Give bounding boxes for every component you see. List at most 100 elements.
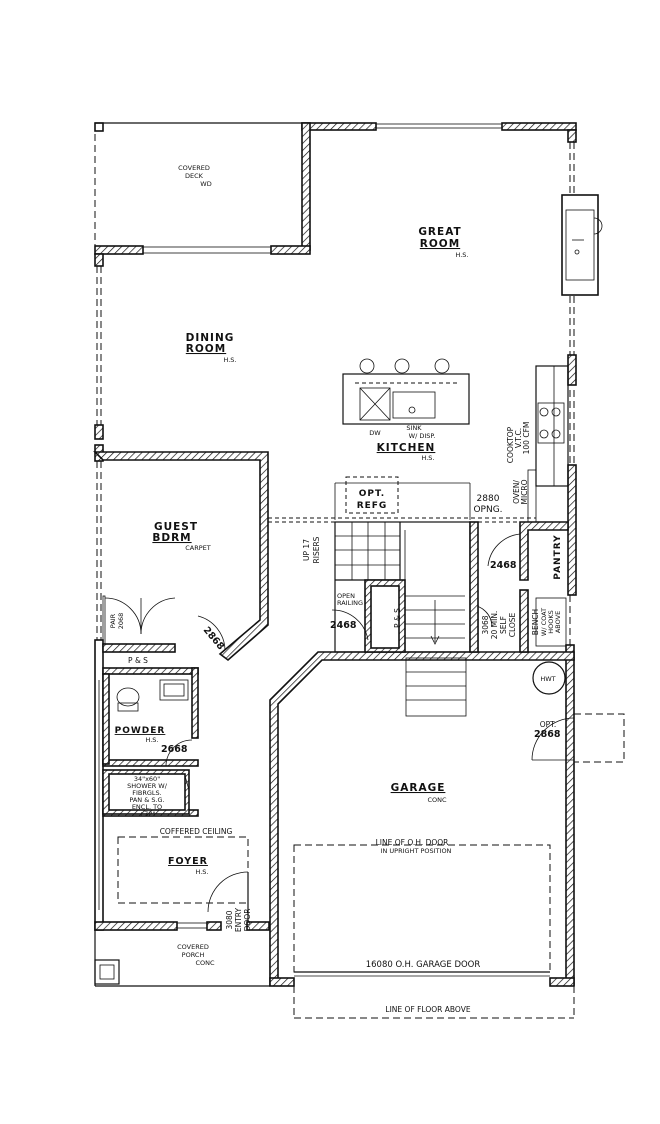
coffered-ceiling-label: COFFERED CEILING [160, 827, 233, 836]
top-window [375, 123, 503, 129]
dw-label: DW [369, 429, 381, 437]
entry-door-label: 3080 [225, 910, 234, 929]
top-wall-right [501, 122, 577, 131]
shower-label-4: PAN & S.G. [129, 796, 164, 804]
cooktop-label-2: V.T.C. [514, 428, 523, 448]
kitchen-island [342, 373, 470, 425]
floor-above-label: LINE OF FLOOR ABOVE [385, 1005, 470, 1014]
foyer-material: H.S. [195, 868, 208, 876]
garage-entry-door-label-3: SELF [499, 616, 508, 634]
entry-door-label-2: ENTRY [234, 907, 243, 932]
dining-room-label: DINING [186, 332, 235, 344]
guest-bedroom-label: GUEST [154, 521, 198, 533]
shower-icon [108, 773, 186, 811]
bench-label: BENCH [531, 609, 540, 635]
stair-closet-door-label: 2468 [330, 620, 357, 631]
open-railing-label-2: RAILING [337, 599, 363, 607]
opening-label-2: OPNG. [473, 505, 502, 515]
stair-risers-label-2: RISERS [312, 536, 321, 563]
refrigerator-icon [345, 476, 399, 514]
open-railing-label: OPEN [337, 592, 355, 600]
bench-label-4: ABOVE [554, 611, 562, 633]
oven-label: OVEN/ [512, 480, 521, 504]
covered-deck-label: COVERED [178, 164, 210, 172]
opt-door-label: OPT. [540, 720, 557, 729]
cooktop-label: COOKTOP [506, 426, 515, 463]
garage-entry-door-label-4: CLOSE [508, 612, 517, 637]
coffered-ceiling-outline [117, 836, 249, 904]
garage-entry-door-label: 3068 [481, 615, 490, 634]
guest-bedroom-label-2: BDRM [152, 532, 191, 544]
entry-door-label-3: DOOR [243, 909, 252, 932]
covered-deck-label-2: DECK [185, 172, 204, 180]
bench-label-2: W/ COAT [540, 608, 548, 636]
foyer-label: FOYER [168, 856, 208, 867]
cooktop-label-3: 100 CFM [522, 422, 531, 455]
water-heater-icon [532, 661, 566, 695]
shower-label-5: ENCL. TO [132, 803, 162, 811]
oh-door-outline [293, 844, 551, 973]
dishwasher-icon [359, 387, 391, 421]
covered-deck-material: WD [200, 180, 211, 188]
great-room-label: GREAT [418, 226, 461, 238]
powder-material: H.S. [145, 736, 158, 744]
oh-door-line-label-2: IN UPRIGHT POSITION [381, 847, 452, 855]
pantry-label: PANTRY [553, 534, 563, 579]
dining-room-material: H.S. [223, 356, 236, 364]
sink-label: SINK [406, 424, 422, 432]
kitchen-material: H.S. [421, 454, 434, 462]
shower-label-6: +72" [139, 810, 156, 818]
oh-door-line-label: LINE OF O.H. DOOR [376, 838, 449, 847]
covered-porch-label-2: PORCH [182, 951, 205, 959]
deck-side-wall [301, 122, 311, 251]
labels: COVERED DECK WD GREAT ROOM H.S. DINING R… [109, 164, 563, 1014]
refrigerator-label-2: REFG [357, 501, 388, 511]
garage-label: GARAGE [391, 782, 446, 794]
burner-icon [551, 407, 561, 417]
dining-slider-window [142, 246, 272, 254]
burner-icon [539, 407, 549, 417]
sink-icon [392, 391, 436, 419]
guest-closet-label: PAIR [109, 613, 117, 628]
bench-icon [535, 597, 567, 647]
guest-bedroom-wall [93, 451, 269, 662]
stair-risers-label: UP 17 [302, 539, 311, 561]
kitchen-label: KITCHEN [377, 442, 436, 454]
guest-bedroom-material: CARPET [185, 544, 211, 552]
porch-column [94, 959, 120, 985]
interior-walls [93, 451, 569, 922]
oven-label-2: MICRO [520, 479, 529, 504]
shower-label: 34"x60" [134, 775, 160, 783]
water-heater-label: HWT [540, 675, 555, 683]
fireplace-icon [561, 194, 599, 296]
ps-closet-label: P & S [128, 656, 148, 665]
bench-label-3: HOOKS [547, 610, 555, 634]
powder-label: POWDER [115, 726, 166, 736]
shower-label-3: FIBRGLS. [132, 789, 161, 797]
opt-door-label-2: 2868 [534, 729, 561, 740]
kitchen-counter [535, 365, 569, 487]
great-room-label-2: ROOM [420, 238, 460, 250]
garage-steps [405, 657, 467, 717]
powder-door-label: 2668 [161, 744, 188, 755]
guest-closet-label-2: 2068 [117, 613, 125, 630]
refrigerator-label: OPT. [359, 489, 385, 499]
stool-icon [359, 358, 375, 374]
stool-icon [394, 358, 410, 374]
sink-label-2: W/ DISP. [409, 432, 436, 440]
opening-label: 2880 [477, 494, 500, 504]
stool-icon [434, 358, 450, 374]
burner-icon [551, 429, 561, 439]
ps-linen-label: P & S [393, 608, 402, 628]
garage-entry-door-label-2: 20 MIN. [490, 611, 499, 640]
burner-icon [539, 429, 549, 439]
toilet-icon [116, 687, 140, 707]
covered-porch-label: COVERED [177, 943, 209, 951]
shower-label-2: SHOWER W/ [127, 782, 168, 790]
garage-door-label: 16080 O.H. GARAGE DOOR [366, 960, 481, 970]
garage-material: CONC [427, 796, 447, 804]
dining-room-label-2: ROOM [186, 343, 226, 355]
covered-porch-material: CONC [195, 959, 215, 967]
great-room-material: H.S. [455, 251, 468, 259]
